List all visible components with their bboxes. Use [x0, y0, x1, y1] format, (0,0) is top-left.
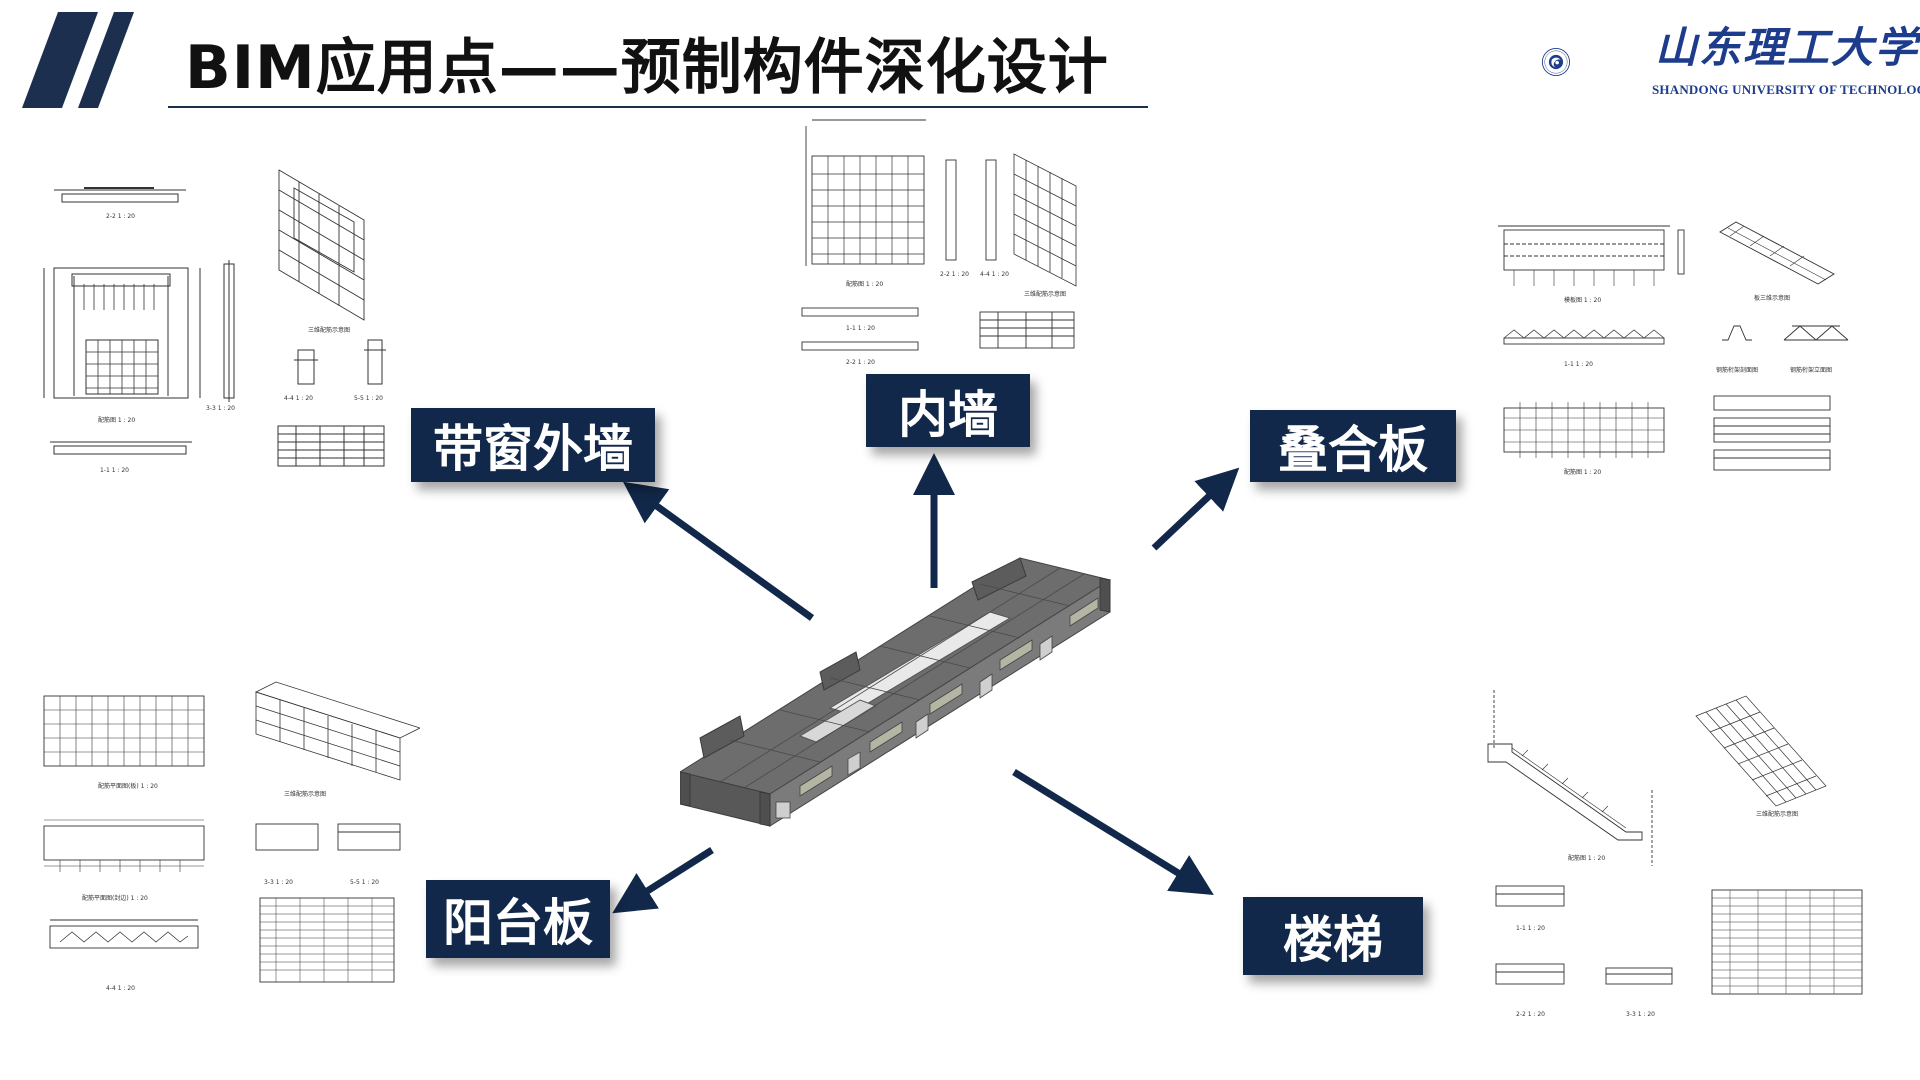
ww-label-rebar: 配筋图 1 : 20	[98, 416, 135, 424]
st-label-3d: 三维配筋示意图	[1756, 810, 1798, 818]
bs-label-3d: 三维配筋示意图	[284, 790, 326, 798]
iw-label-rebar: 配筋图 1 : 20	[846, 280, 883, 288]
st-label-rebar: 配筋图 1 : 20	[1568, 854, 1605, 862]
cs-label-truss-elevation: 钢筋桁架立面图	[1790, 366, 1832, 374]
iw-label-2-2: 2-2 1 : 20	[940, 271, 969, 278]
st-label-2-2: 2-2 1 : 20	[1516, 1011, 1545, 1018]
bs-label-3-3: 3-3 1 : 20	[264, 879, 293, 886]
iw-label-1-1: 1-1 1 : 20	[846, 325, 875, 332]
page-title: BIM应用点——预制构件深化设计	[185, 33, 1109, 103]
cs-label-rebar: 配筋图 1 : 20	[1564, 468, 1601, 476]
bs-label-4-4: 4-4 1 : 20	[106, 985, 135, 992]
cs-label-1-1: 1-1 1 : 20	[1564, 361, 1593, 368]
cs-label-plan: 模板图 1 : 20	[1564, 296, 1601, 304]
label-window-wall: 带窗外墙	[411, 408, 655, 482]
st-label-1-1: 1-1 1 : 20	[1516, 925, 1545, 932]
logo-name-en: SHANDONG UNIVERSITY OF TECHNOLOGY	[1652, 82, 1920, 97]
label-stair: 楼梯	[1243, 897, 1423, 975]
bs-label-5-5: 5-5 1 : 20	[350, 879, 379, 886]
ww-label-5-5: 5-5 1 : 20	[354, 395, 383, 402]
bs-label-rebar-plan-2: 配筋平面图(封边) 1 : 20	[82, 894, 148, 902]
ww-label-1-1: 1-1 1 : 20	[100, 467, 129, 474]
label-inner-wall: 内墙	[866, 374, 1030, 447]
label-balcony-slab: 阳台板	[426, 880, 610, 958]
title-underline	[168, 106, 1148, 108]
cs-label-3d: 板三维示意图	[1754, 294, 1790, 302]
ww-label-4-4: 4-4 1 : 20	[284, 395, 313, 402]
label-composite-slab: 叠合板	[1250, 410, 1456, 482]
iw-label-3d: 三维配筋示意图	[1024, 290, 1066, 298]
window-wall-drawings: 2-2 1 : 20 3-3 1 : 20 配筋图 1 : 20 1-1 1 :…	[43, 169, 386, 474]
ww-label-3d: 三维配筋示意图	[308, 326, 350, 334]
stair-drawings: 配筋图 1 : 20 三维配筋示意图 1-1 1 : 20 2-2 1 : 20…	[1487, 690, 1863, 1018]
bs-label-rebar-plan: 配筋平面图(板) 1 : 20	[98, 782, 158, 790]
logo-name-cn: 山东理工大学	[1655, 23, 1920, 72]
iw-label-4-4: 4-4 1 : 20	[980, 271, 1009, 278]
iw-label-2-2b: 2-2 1 : 20	[846, 359, 875, 366]
st-label-3-3: 3-3 1 : 20	[1626, 1011, 1655, 1018]
bim-building-model	[680, 557, 1112, 827]
cs-label-truss-section: 钢筋桁架剖面图	[1716, 366, 1758, 374]
title-stripes-icon	[22, 12, 134, 108]
composite-slab-drawings: 模板图 1 : 20 板三维示意图 1-1 1 : 20 钢筋桁架剖面图 钢筋桁…	[1498, 221, 1849, 476]
inner-wall-drawings: 配筋图 1 : 20 2-2 1 : 20 4-4 1 : 20 三维配筋示意图…	[801, 119, 1077, 366]
ww-label-2-2: 2-2 1 : 20	[106, 213, 135, 220]
balcony-slab-drawings: 配筋平面图(板) 1 : 20 三维配筋示意图 配筋平面图(封边) 1 : 20…	[43, 681, 420, 992]
ww-label-3-3: 3-3 1 : 20	[206, 405, 235, 412]
university-seal-logo	[1541, 47, 1571, 77]
arrow-to-composite-slab	[1151, 467, 1240, 551]
